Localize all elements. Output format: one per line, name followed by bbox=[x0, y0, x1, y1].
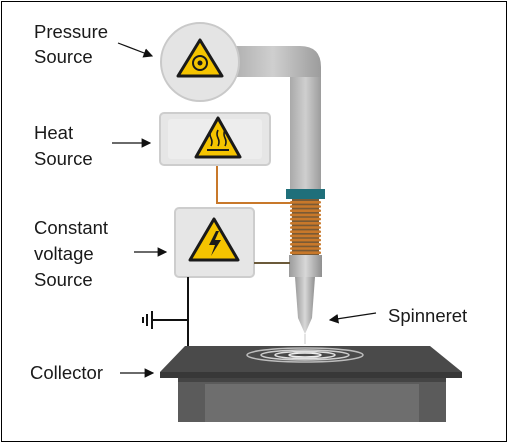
ground-connection bbox=[142, 277, 189, 352]
pressure-label-line1: Pressure bbox=[34, 21, 109, 42]
spinneret-nozzle bbox=[289, 255, 322, 344]
coil-turn bbox=[290, 205, 321, 208]
heat-label-line1: Heat bbox=[34, 122, 74, 143]
coil-turn bbox=[290, 234, 321, 238]
pressure-warning-icon bbox=[176, 38, 224, 78]
coil-turn bbox=[290, 238, 321, 242]
coil-turn bbox=[290, 213, 321, 217]
pressure-label-line2: Source bbox=[34, 46, 93, 67]
heat-source bbox=[159, 112, 271, 166]
pressure-source bbox=[160, 22, 240, 102]
heat-wire bbox=[216, 166, 292, 204]
heating-coil bbox=[290, 199, 321, 255]
spinneret-label: Spinneret bbox=[388, 305, 468, 326]
voltage-label-line2: voltage bbox=[34, 243, 94, 264]
pressure-arrow bbox=[117, 42, 154, 58]
voltage-label-line1: Constant bbox=[34, 217, 109, 238]
coil-turn bbox=[290, 222, 321, 225]
voltage-source bbox=[174, 207, 255, 278]
coil-turn bbox=[290, 217, 321, 221]
coil-turn bbox=[290, 243, 321, 246]
voltage-label-line3: Source bbox=[34, 269, 93, 290]
collector-platform bbox=[160, 346, 462, 422]
collector-label: Collector bbox=[30, 362, 103, 383]
coil-turn bbox=[290, 209, 321, 212]
feed-tube bbox=[225, 46, 321, 190]
spinneret-arrow bbox=[328, 312, 377, 324]
coil-turn bbox=[290, 251, 321, 254]
ground-symbol-icon bbox=[142, 311, 153, 329]
coil-turn bbox=[290, 201, 321, 204]
nozzle-collar bbox=[286, 189, 325, 199]
coil-turn bbox=[290, 230, 321, 233]
high-voltage-warning-icon bbox=[188, 217, 240, 262]
coil-turn bbox=[290, 247, 321, 250]
heat-label-line2: Source bbox=[34, 148, 93, 169]
hot-surface-warning-icon bbox=[194, 116, 242, 159]
fiber-mat bbox=[246, 347, 364, 363]
coil-turn bbox=[290, 226, 321, 229]
